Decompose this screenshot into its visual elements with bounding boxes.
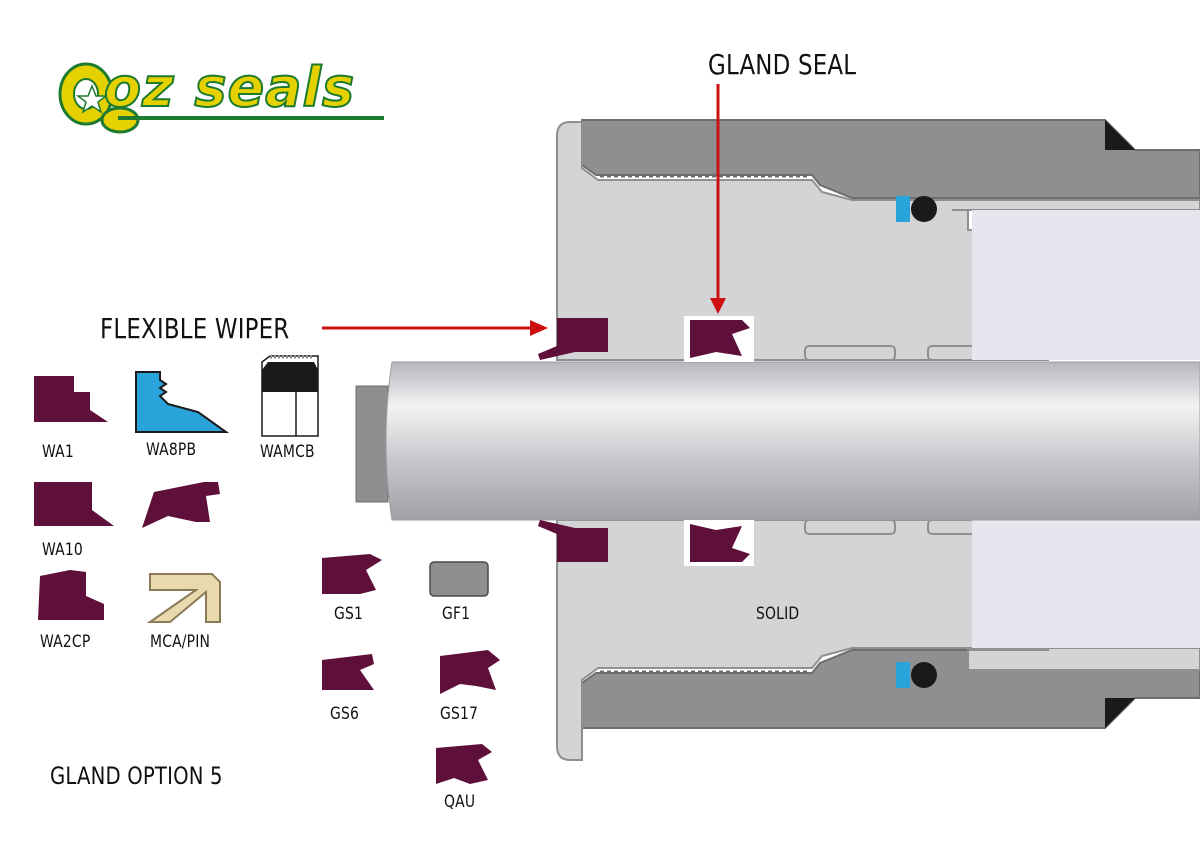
o-ring-bottom bbox=[896, 662, 937, 688]
part-label-gf1: GF1 bbox=[442, 604, 471, 624]
flexible-wiper-bottom bbox=[538, 520, 608, 562]
gland-option-label: GLAND OPTION 5 bbox=[50, 762, 223, 790]
gf1-shape bbox=[429, 561, 489, 597]
housing-top bbox=[581, 119, 1200, 199]
solid-label: SOLID bbox=[756, 604, 800, 624]
gland-seal-bottom bbox=[684, 520, 754, 566]
mca-pin-shape bbox=[146, 573, 221, 623]
gland-seal-top bbox=[684, 316, 754, 362]
o-ring-top bbox=[896, 196, 937, 222]
part-label-gs1: GS1 bbox=[334, 604, 364, 624]
part-label-wa8pb: WA8PB bbox=[146, 440, 197, 460]
part-label-qau: QAU bbox=[444, 792, 476, 812]
piston-rod bbox=[355, 361, 1200, 521]
wamcb-shape bbox=[261, 355, 319, 437]
part-label-mca-pin: MCA/PIN bbox=[150, 632, 211, 652]
part-label-gs6: GS6 bbox=[330, 704, 360, 724]
wa2cp-shape bbox=[38, 570, 104, 620]
qau-shape bbox=[436, 744, 492, 784]
gs6-shape bbox=[322, 654, 374, 690]
unnamed-seal-shape bbox=[142, 482, 220, 528]
logo-text: oz seals bbox=[103, 55, 356, 120]
part-label-wa2cp: WA2CP bbox=[40, 632, 91, 652]
wa8pb-shape bbox=[135, 371, 230, 433]
part-label-gs17: GS17 bbox=[440, 704, 479, 724]
logo-mark bbox=[58, 62, 384, 134]
bore-bottom bbox=[972, 520, 1200, 648]
gland-seal-label: GLAND SEAL bbox=[708, 48, 857, 81]
part-label-wa1: WA1 bbox=[42, 442, 74, 462]
part-label-wa10: WA10 bbox=[42, 540, 83, 560]
arrow-flexible-wiper bbox=[322, 320, 548, 336]
gs17-shape bbox=[440, 650, 500, 694]
part-label-wamcb: WAMCB bbox=[260, 442, 315, 462]
gs1-shape bbox=[322, 554, 382, 594]
arrow-gland-seal bbox=[710, 84, 726, 314]
flexible-wiper-top bbox=[538, 318, 608, 360]
bore-top bbox=[972, 210, 1200, 360]
flexible-wiper-label: FLEXIBLE WIPER bbox=[100, 312, 290, 345]
wa10-shape bbox=[34, 482, 114, 526]
wa1-shape bbox=[34, 376, 108, 422]
